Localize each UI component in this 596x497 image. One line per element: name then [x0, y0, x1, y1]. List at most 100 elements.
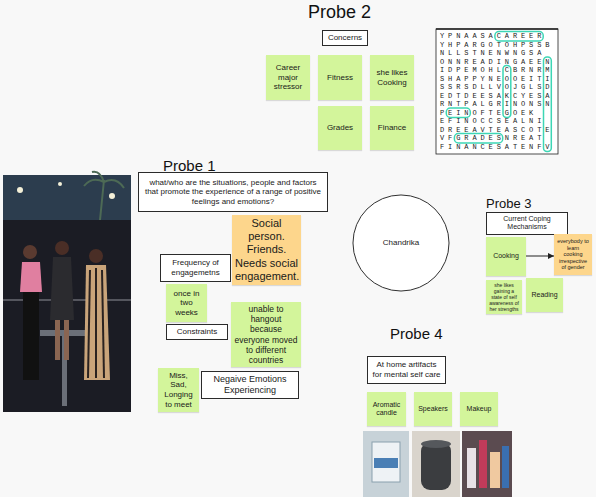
node-text: Current Coping Mechanisms [490, 215, 564, 232]
bottle [490, 452, 500, 488]
artifact-photos [363, 431, 512, 497]
stripe [95, 268, 97, 378]
dress-stripes [88, 268, 104, 378]
outline-box: At home artifacts for mental self care [367, 356, 446, 384]
circle-node: Chandrika [352, 194, 450, 292]
puzzle-row: PEINOFTEGOEK [440, 109, 537, 118]
puzzle-row: RNTPALGRINONSN [440, 100, 553, 109]
sticky-note: Aromatic candle [367, 392, 406, 426]
node-text: Social person. Friends. Needs social eng… [235, 217, 298, 283]
leg [55, 320, 60, 360]
node-text: she likes gaining a state of self awaren… [489, 282, 519, 312]
sticky-note: Social person. Friends. Needs social eng… [232, 215, 301, 285]
puzzle-row: NLLSTNENWNGSA [440, 49, 545, 58]
sticky-note: Speakers [414, 392, 452, 426]
word-search-grid [436, 29, 558, 154]
node-text: she likes Cooking [373, 68, 411, 87]
sticky-note: Grades [318, 106, 362, 150]
node-text: Finance [378, 123, 406, 133]
node-text: Cooking [493, 252, 519, 260]
node-text: Aromatic candle [370, 401, 403, 418]
sticky-note: Cooking [486, 237, 526, 276]
dress [50, 257, 74, 320]
node-text: Speakers [418, 405, 448, 413]
puzzle-row: FINANCESATENFV [440, 143, 553, 152]
puzzle-row: YPNAASACAREER [440, 32, 545, 41]
dress [84, 265, 110, 380]
outline-box: what/who are the situations, people and … [138, 172, 328, 212]
stripe [88, 270, 90, 378]
node-text: what/who are the situations, people and … [142, 178, 324, 207]
photo-sky [3, 175, 131, 220]
puzzle-row: EFINOCCSEALNI [440, 117, 545, 126]
outline-box: Current Coping Mechanisms [486, 212, 568, 235]
sticky-note: Finance [370, 106, 414, 150]
puzzle-row: ONNREADINGAEEN [440, 58, 553, 67]
bottle [479, 440, 487, 488]
node-text: Negaive Emotions Experiencing [205, 374, 295, 396]
node-text: unable to hangout because everyone moved… [234, 304, 298, 365]
node-text: once in two weeks [169, 289, 204, 318]
head [89, 249, 103, 263]
head [23, 245, 37, 259]
probe-heading: Probe 3 [486, 196, 532, 211]
sticky-note: everybody to learn cooking irrespective … [554, 234, 592, 275]
puzzle-row: SHAPPYNEOOEITI [440, 75, 553, 84]
node-text: Constraints [177, 327, 217, 337]
speaker [421, 442, 451, 490]
sticky-note: Miss, Sad, Longing to meet [158, 368, 199, 412]
friends-photo [3, 172, 131, 412]
sticky-note: once in two weeks [166, 284, 207, 322]
pants [23, 292, 39, 380]
puzzle-row: DREEAVTEASCOTE [440, 126, 553, 135]
top [20, 262, 42, 292]
node-text: At home artifacts for mental self care [371, 360, 442, 379]
outline-box: Frequency of engagemetns [160, 254, 231, 282]
puzzle-row: IDPEMOHLCBRNRM [440, 66, 553, 75]
node-text: Makeup [467, 405, 492, 413]
node-text: Concerns [328, 33, 362, 43]
sticky-note: she likes Cooking [370, 55, 414, 100]
head [55, 241, 69, 255]
makeup-photo [462, 431, 512, 497]
circle-shape [353, 195, 449, 291]
node-text: everybody to learn cooking irrespective … [557, 238, 589, 271]
node-text: Frequency of engagemetns [164, 258, 227, 277]
puzzle-row: VFGRADESNREAT [440, 134, 545, 143]
sticky-note: Reading [526, 278, 563, 312]
sticky-note: Career major stressor [266, 55, 310, 100]
connector-arrow [526, 256, 554, 257]
candle-label [374, 458, 398, 468]
sticky-note: Makeup [460, 392, 498, 426]
candle-photo [363, 431, 409, 497]
candle-jar [372, 442, 400, 482]
speaker-photo [412, 431, 460, 497]
leg [64, 320, 69, 360]
palm-tree [84, 172, 124, 220]
puzzle-row: EDTDEESAKCYESA [440, 92, 553, 101]
probe-heading: Probe 4 [390, 325, 443, 342]
speaker-top [421, 440, 451, 448]
grid-top-rule [436, 28, 558, 30]
node-text: Grades [327, 123, 353, 133]
node-text: Reading [531, 291, 557, 299]
outline-box: Concerns [322, 30, 368, 46]
sticky-note: unable to hangout because everyone moved… [231, 302, 301, 367]
sticky-note: she likes gaining a state of self awaren… [486, 280, 522, 314]
node-text: Career major stressor [269, 63, 307, 92]
bottle [502, 446, 509, 488]
puzzle-row: SSRSDLLVOJGLSD [440, 83, 553, 92]
node-text: Chandrika [383, 238, 419, 248]
stripe [102, 270, 104, 378]
puzzle-row: YHPARGOTOHPSSB [440, 41, 553, 50]
outline-box: Constraints [166, 324, 228, 340]
photo-light [17, 187, 23, 193]
sticky-note: Fitness [318, 55, 362, 100]
bottle [467, 448, 476, 488]
photo-ground [3, 175, 131, 412]
photo-light [58, 182, 62, 186]
node-text: Fitness [327, 73, 353, 83]
photo-light [109, 193, 115, 199]
